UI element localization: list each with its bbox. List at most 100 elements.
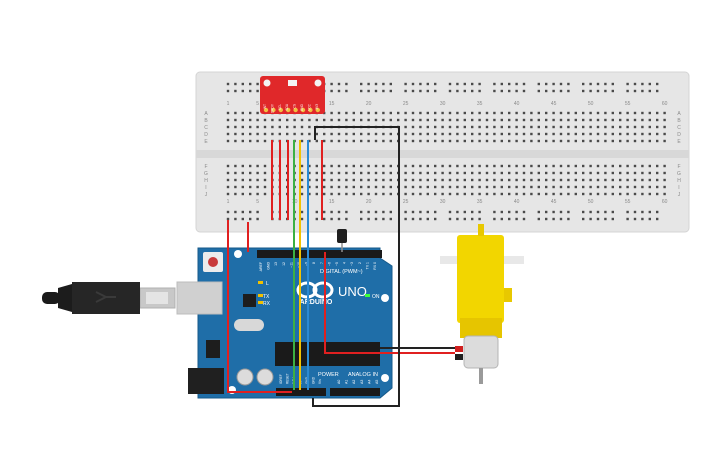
breadboard-hole[interactable] — [537, 125, 540, 129]
breadboard-hole[interactable] — [426, 132, 429, 136]
breadboard-hole[interactable] — [241, 118, 244, 122]
rail-hole[interactable] — [249, 82, 252, 86]
breadboard-hole[interactable] — [434, 125, 437, 129]
reset-button[interactable] — [208, 257, 218, 267]
breadboard-hole[interactable] — [374, 192, 378, 196]
breadboard-hole[interactable] — [545, 132, 548, 136]
breadboard-hole[interactable] — [463, 171, 466, 175]
breadboard-hole[interactable] — [271, 132, 274, 136]
breadboard-hole[interactable] — [249, 118, 252, 122]
breadboard-hole[interactable] — [611, 178, 614, 182]
breadboard-hole[interactable] — [367, 164, 370, 168]
breadboard-hole[interactable] — [249, 185, 252, 189]
breadboard-hole[interactable] — [537, 164, 540, 168]
dc-gear-motor[interactable] — [440, 224, 524, 384]
breadboard-hole[interactable] — [552, 132, 555, 136]
wire-black-gnd[interactable] — [312, 126, 400, 407]
rail-hole[interactable] — [463, 210, 466, 214]
breadboard-hole[interactable] — [626, 132, 629, 136]
breadboard-hole[interactable] — [448, 164, 452, 168]
rail-hole[interactable] — [411, 89, 415, 93]
breadboard-hole[interactable] — [611, 164, 614, 168]
breadboard-hole[interactable] — [352, 171, 355, 175]
breadboard-hole[interactable] — [537, 171, 540, 175]
breadboard-hole[interactable] — [249, 139, 252, 143]
breadboard-hole[interactable] — [404, 125, 407, 129]
rail-hole[interactable] — [545, 210, 548, 214]
breadboard-hole[interactable] — [619, 178, 622, 182]
rail-hole[interactable] — [345, 82, 348, 86]
breadboard-hole[interactable] — [537, 132, 540, 136]
breadboard-hole[interactable] — [367, 171, 370, 175]
breadboard-hole[interactable] — [382, 118, 385, 122]
breadboard-hole[interactable] — [256, 125, 259, 129]
breadboard-hole[interactable] — [633, 125, 637, 129]
breadboard-hole[interactable] — [515, 111, 518, 115]
rail-hole[interactable] — [478, 210, 481, 214]
rail-hole[interactable] — [337, 210, 341, 214]
breadboard-hole[interactable] — [485, 192, 489, 196]
breadboard-hole[interactable] — [530, 164, 533, 168]
breadboard-hole[interactable] — [426, 164, 429, 168]
breadboard-hole[interactable] — [633, 132, 637, 136]
rail-hole[interactable] — [256, 210, 259, 214]
breadboard-hole[interactable] — [411, 171, 415, 175]
breadboard-hole[interactable] — [508, 192, 511, 196]
breadboard-hole[interactable] — [537, 178, 540, 182]
breadboard-hole[interactable] — [234, 192, 237, 196]
arduino-uno-board[interactable]: ARDUINO UNO DIGITAL (PWM~) POWER ANALOG … — [176, 247, 393, 399]
breadboard-hole[interactable] — [589, 125, 592, 129]
breadboard-hole[interactable] — [323, 178, 326, 182]
rail-hole[interactable] — [411, 217, 415, 221]
rail-hole[interactable] — [604, 82, 607, 86]
rail-hole[interactable] — [374, 210, 378, 214]
breadboard-hole[interactable] — [330, 164, 333, 168]
breadboard-hole[interactable] — [367, 132, 370, 136]
breadboard-hole[interactable] — [419, 185, 422, 189]
breadboard-hole[interactable] — [345, 178, 348, 182]
breadboard-hole[interactable] — [626, 185, 629, 189]
breadboard-hole[interactable] — [337, 132, 341, 136]
breadboard-hole[interactable] — [589, 185, 592, 189]
breadboard-hole[interactable] — [389, 192, 392, 196]
breadboard-hole[interactable] — [611, 185, 614, 189]
breadboard-hole[interactable] — [515, 132, 518, 136]
breadboard-hole[interactable] — [256, 111, 259, 115]
rail-hole[interactable] — [374, 217, 378, 221]
breadboard-hole[interactable] — [300, 171, 304, 175]
rail-hole[interactable] — [337, 217, 341, 221]
breadboard-hole[interactable] — [515, 125, 518, 129]
breadboard-hole[interactable] — [648, 125, 651, 129]
breadboard-hole[interactable] — [382, 164, 385, 168]
rail-hole[interactable] — [500, 210, 503, 214]
breadboard-hole[interactable] — [389, 111, 392, 115]
breadboard-hole[interactable] — [567, 185, 570, 189]
rail-hole[interactable] — [404, 82, 407, 86]
rail-hole[interactable] — [456, 210, 459, 214]
breadboard-hole[interactable] — [552, 125, 555, 129]
breadboard-hole[interactable] — [619, 185, 622, 189]
breadboard-hole[interactable] — [300, 132, 304, 136]
rail-hole[interactable] — [382, 82, 385, 86]
breadboard-hole[interactable] — [374, 118, 378, 122]
rail-hole[interactable] — [411, 210, 415, 214]
breadboard-hole[interactable] — [500, 111, 503, 115]
rail-hole[interactable] — [241, 217, 244, 221]
breadboard-hole[interactable] — [456, 185, 459, 189]
breadboard-hole[interactable] — [271, 125, 274, 129]
rail-hole[interactable] — [633, 82, 637, 86]
rail-hole[interactable] — [596, 82, 600, 86]
breadboard-hole[interactable] — [530, 139, 533, 143]
breadboard-hole[interactable] — [656, 192, 659, 196]
breadboard-hole[interactable] — [508, 111, 511, 115]
breadboard-hole[interactable] — [256, 178, 259, 182]
breadboard-hole[interactable] — [596, 192, 600, 196]
breadboard-hole[interactable] — [367, 118, 370, 122]
breadboard-hole[interactable] — [485, 132, 489, 136]
breadboard-hole[interactable] — [663, 111, 666, 115]
breadboard-hole[interactable] — [574, 132, 577, 136]
breadboard-hole[interactable] — [389, 185, 392, 189]
breadboard-hole[interactable] — [434, 139, 437, 143]
breadboard-hole[interactable] — [471, 171, 474, 175]
rail-hole[interactable] — [567, 210, 570, 214]
